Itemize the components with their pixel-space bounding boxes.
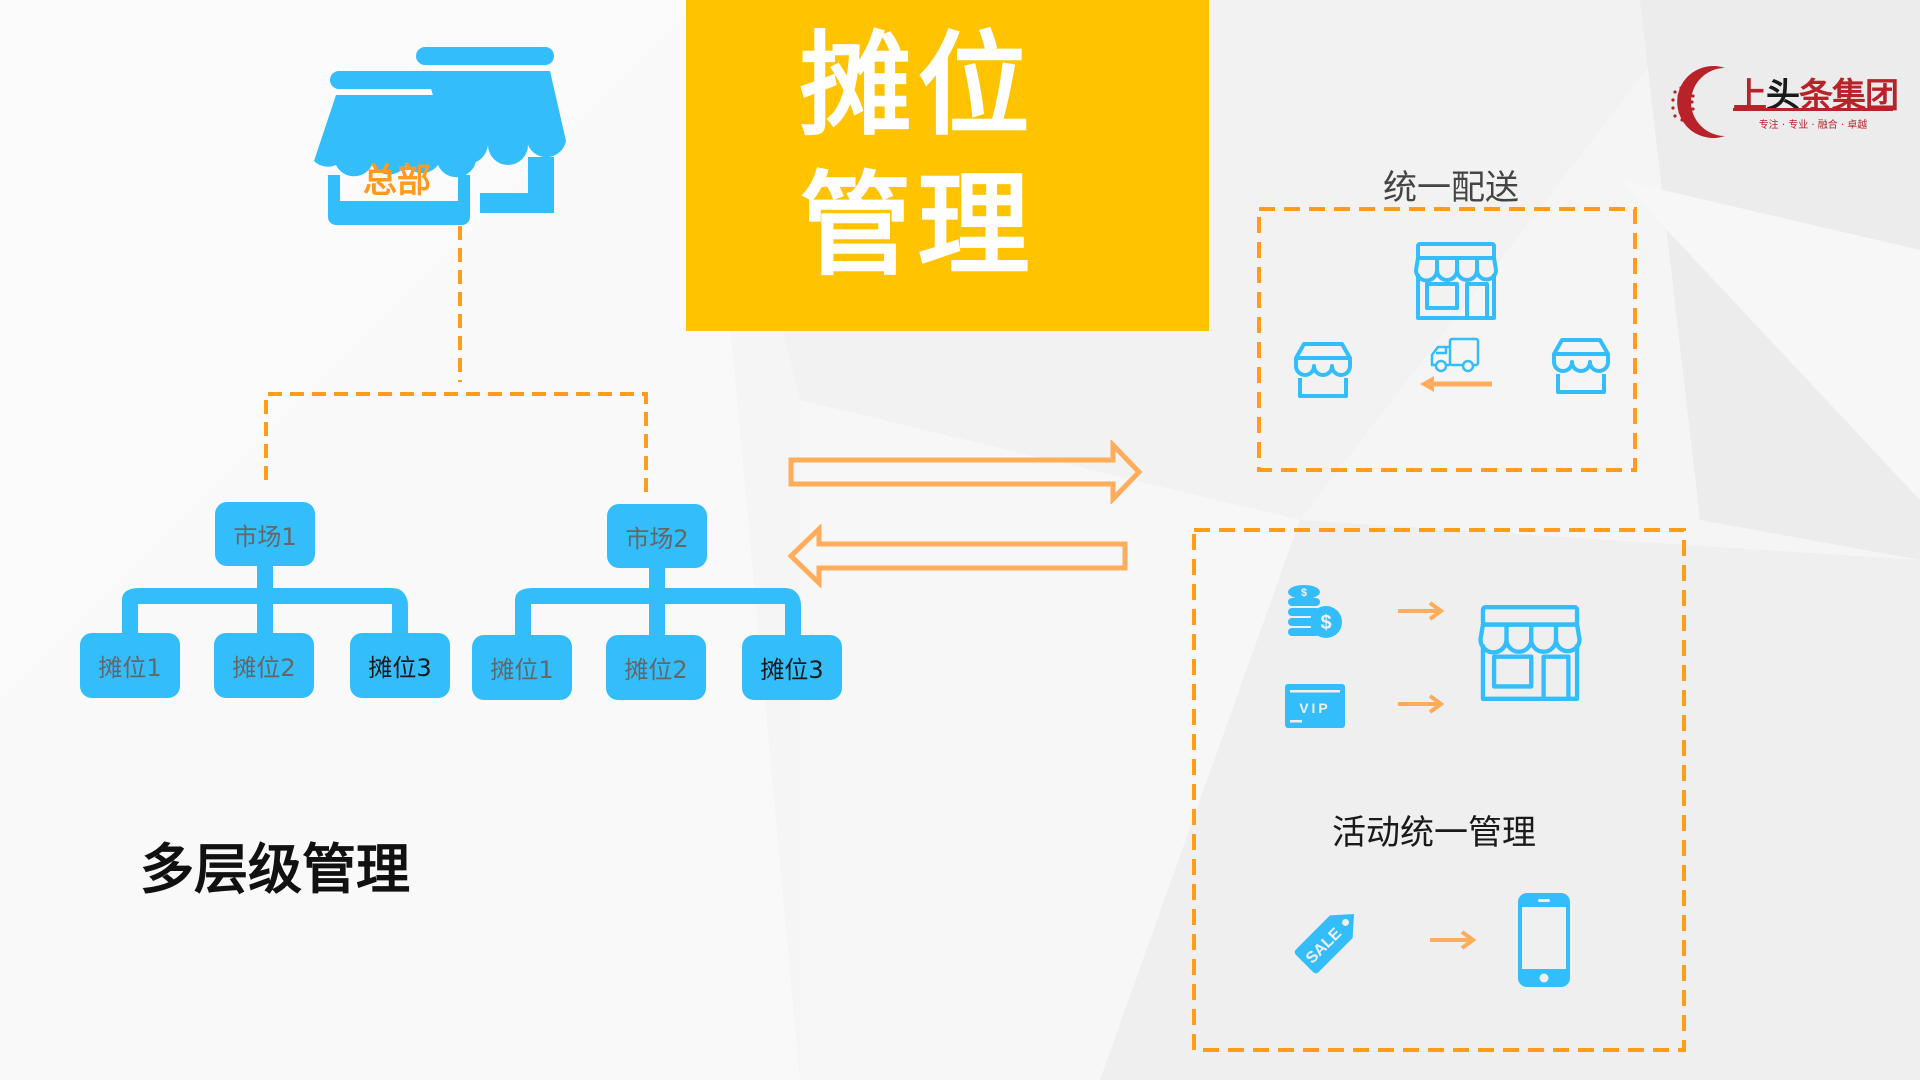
svg-text:VIP: VIP <box>1299 700 1331 716</box>
title-block: 摊位 管理 <box>686 0 1209 331</box>
smartphone-icon <box>1518 893 1570 987</box>
stall-node[interactable]: 摊位3 <box>742 635 842 700</box>
headquarters-label: 总部 <box>363 161 431 201</box>
arrow-left-icon <box>1420 376 1492 392</box>
stall-label: 摊位3 <box>368 654 432 682</box>
market-node-1[interactable]: 市场1 <box>215 502 315 566</box>
title-line-2: 管理 <box>799 160 1036 291</box>
left-arrow-outline-icon <box>787 524 1128 588</box>
market-node-2[interactable]: 市场2 <box>607 504 707 568</box>
delivery-truck-icon <box>1430 337 1480 373</box>
stall-node[interactable]: 摊位3 <box>350 633 450 698</box>
svg-text:$: $ <box>1320 612 1331 634</box>
right-arrow-outline-icon <box>788 440 1143 504</box>
company-logo: 上头条集团 专注 · 专业 · 融合 · 卓越 <box>1665 62 1899 147</box>
stall-label: 摊位2 <box>232 654 296 682</box>
stall-label: 摊位3 <box>760 656 824 684</box>
stall-node[interactable]: 摊位2 <box>606 635 706 700</box>
activity-panel-title: 活动统一管理 <box>1332 813 1536 853</box>
storefront-icon <box>1478 605 1582 701</box>
storefront-double-icon <box>314 47 566 225</box>
delivery-panel-title: 统一配送 <box>1383 168 1519 208</box>
title-line-1: 摊位 <box>799 20 1036 151</box>
logo-slogan: 专注 · 专业 · 融合 · 卓越 <box>1758 120 1868 131</box>
multi-level-caption: 多层级管理 <box>140 838 410 901</box>
stall-node[interactable]: 摊位1 <box>472 635 572 700</box>
stall-node[interactable]: 摊位1 <box>80 633 180 698</box>
logo-mark-icon <box>1671 66 1725 138</box>
stall-label: 摊位2 <box>624 656 688 684</box>
arrow-right-icon <box>1398 694 1445 714</box>
arrow-right-icon <box>1398 601 1445 621</box>
delivery-panel-border <box>1257 207 1637 472</box>
logo-divider <box>1733 108 1893 111</box>
vip-card-icon: VIP <box>1285 684 1345 728</box>
coins-icon: $ $ <box>1288 585 1342 638</box>
storefront-icon <box>1414 242 1498 320</box>
small-store-icon <box>1552 338 1610 394</box>
stall-label: 摊位1 <box>490 656 554 684</box>
small-store-icon <box>1294 342 1352 398</box>
stall-node[interactable]: 摊位2 <box>214 633 314 698</box>
market-label: 市场2 <box>625 524 689 553</box>
stall-label: 摊位1 <box>98 654 162 682</box>
activity-panel-border <box>1192 528 1686 1052</box>
sale-tag-icon: SALE <box>1294 913 1355 974</box>
svg-text:$: $ <box>1301 587 1307 599</box>
hierarchy-connectors <box>264 226 648 494</box>
arrow-right-icon <box>1430 930 1477 950</box>
market-label: 市场1 <box>233 522 297 551</box>
